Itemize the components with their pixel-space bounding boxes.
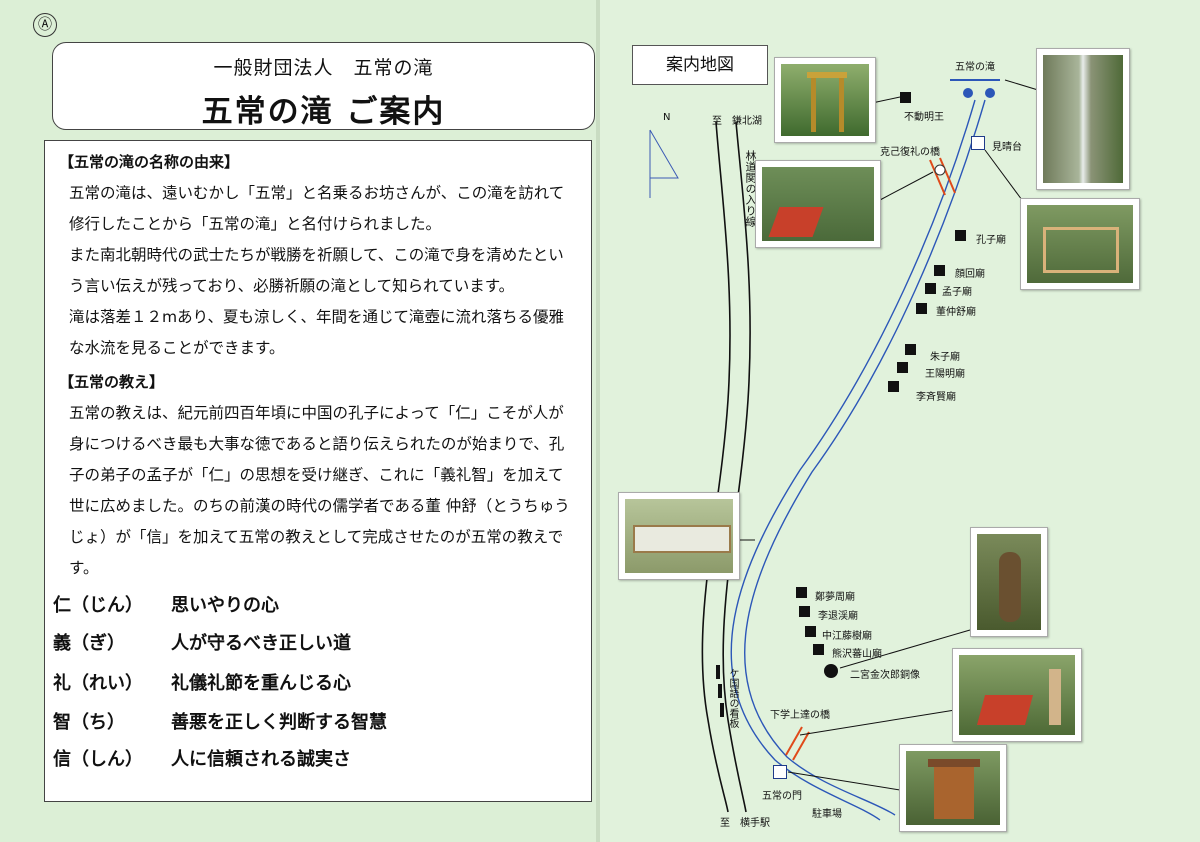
virtue-kanji: 信（しん） <box>53 749 143 770</box>
virtue-meaning: 思いやりの心 <box>171 595 279 616</box>
virtue-kanji: 礼（れい） <box>53 673 143 694</box>
gate-label: 五常の門 <box>762 791 802 802</box>
title-box: 一般財団法人 五常の滝 五常の滝 ご案内 <box>52 42 595 130</box>
shrine-label: 李退渓廟 <box>818 611 858 622</box>
description-box: 【五常の滝の名称の由来】 五常の滝は、遠いむかし「五常」と名乗るお坊さんが、この… <box>44 140 592 802</box>
text-line: 滝は落差１２mあり、夏も涼しく、年間を通じて滝壺に流れ落ちる優雅 <box>69 308 564 326</box>
shrine-label: 熊沢蕃山廟 <box>832 649 882 660</box>
shrine-label: 王陽明廟 <box>925 369 965 380</box>
falls-label: 五常の滝 <box>955 62 995 73</box>
text-line: また南北朝時代の武士たちが戦勝を祈願して、この滝で身を清めたとい <box>69 246 564 264</box>
text-line: 子の弟子の孟子が「仁」の思想を受け継ぎ、これに「義礼智」を加えて <box>69 466 564 484</box>
gate-marker <box>773 765 787 779</box>
ninomiya-label: 二宮金次郎銅像 <box>850 670 920 681</box>
text-line: じょ）が「信」を加えて五常の教えとして完成させたのが五常の教えで <box>69 528 564 546</box>
virtue-row: 智（ち） 善悪を正しく判断する智慧 <box>53 708 387 734</box>
text-line: 五常の滝は、遠いむかし「五常」と名乗るお坊さんが、この滝を訪れて <box>69 184 565 202</box>
kokki-bridge-photo <box>755 160 881 248</box>
shrine-marker <box>905 344 916 355</box>
shrine-marker <box>796 587 807 598</box>
map-title: 案内地図 <box>632 45 768 85</box>
forest-road-label: 林道関の入り線 <box>744 150 757 227</box>
page-title: 五常の滝 ご案内 <box>201 94 446 130</box>
section-heading-origin: 【五常の滝の名称の由来】 <box>59 153 240 171</box>
shrine-marker <box>916 303 927 314</box>
shrine-label: 董仲舒廟 <box>936 307 976 318</box>
section-origin-text: 五常の滝は、遠いむかし「五常」と名乗るお坊さんが、この滝を訪れて 修行したことか… <box>69 178 581 364</box>
signboard-label: ケ国語の看板 <box>727 668 738 728</box>
virtue-meaning: 善悪を正しく判断する智慧 <box>171 712 387 733</box>
signboard-photo <box>618 492 740 580</box>
text-line: 世に広めました。のちの前漢の時代の儒学者である董 仲舒（とうちゅう <box>69 497 570 515</box>
fudo-label: 不動明王 <box>904 112 944 123</box>
miharashi-marker <box>971 136 985 150</box>
shrine-label: 鄭夢周廟 <box>815 592 855 603</box>
text-line: 修行したことから「五常の滝」と名付けられました。 <box>69 215 442 233</box>
shrine-marker <box>888 381 899 392</box>
shrine-marker <box>955 230 966 241</box>
trail <box>730 99 976 821</box>
page-fold <box>596 0 600 842</box>
statue-marker <box>824 664 838 678</box>
virtue-row: 礼（れい） 礼儀礼節を重んじる心 <box>53 669 351 695</box>
virtue-row: 信（しん） 人に信頼される誠実さ <box>53 745 351 771</box>
kokki-bridge-icon <box>929 157 956 196</box>
virtue-kanji: 仁（じん） <box>53 595 143 616</box>
shrine-marker <box>799 606 810 617</box>
shrine-label: 孟子廟 <box>942 287 972 298</box>
shrine-marker <box>934 265 945 276</box>
shrine-label: 孔子廟 <box>976 235 1006 246</box>
fudo-shrine-photo <box>774 57 876 143</box>
text-line: う言い伝えが残っており、必勝祈願の滝として知られています。 <box>69 277 515 295</box>
virtue-kanji: 義（ぎ） <box>53 633 125 654</box>
virtue-meaning: 人に信頼される誠実さ <box>171 749 351 770</box>
virtue-kanji: 智（ち） <box>53 712 125 733</box>
shrine-label: 李斉賢廟 <box>916 392 956 403</box>
shimojo-bridge-photo <box>952 648 1082 742</box>
organization-name: 一般財団法人 五常の滝 <box>213 57 434 79</box>
shrine-label: 顔回廟 <box>955 269 985 280</box>
trail-edge <box>744 99 986 816</box>
shrine-label: 朱子廟 <box>930 352 960 363</box>
section-heading-teaching: 【五常の教え】 <box>59 373 165 391</box>
gate-photo <box>899 744 1007 832</box>
viewpoint-photo <box>1020 198 1140 290</box>
section-teaching-text: 五常の教えは、紀元前四百年頃に中国の孔子によって「仁」こそが人が 身につけるべき… <box>69 398 581 584</box>
virtue-meaning: 人が守るべき正しい道 <box>171 633 351 654</box>
text-line: な水流を見ることができます。 <box>69 339 285 357</box>
falls-photo <box>1036 48 1130 190</box>
shrine-marker <box>805 626 816 637</box>
shrine-marker <box>813 644 824 655</box>
virtue-row: 仁（じん） 思いやりの心 <box>53 591 279 617</box>
fudo-marker <box>900 92 911 103</box>
to-station-label: 至 横手駅 <box>720 818 770 829</box>
shimojo-bridge-icon <box>785 726 810 761</box>
shrine-marker <box>925 283 936 294</box>
to-lake-label: 至 鎌北湖 <box>712 116 762 127</box>
page-marker: Ⓐ <box>33 13 57 37</box>
kokki-bridge-label: 克己復礼の橋 <box>880 147 940 158</box>
text-line: す。 <box>69 559 99 577</box>
north-label: N <box>663 112 671 123</box>
statue-photo <box>970 527 1048 637</box>
shrine-marker <box>897 362 908 373</box>
parking-label: 駐車場 <box>812 809 842 820</box>
virtue-row: 義（ぎ） 人が守るべき正しい道 <box>53 629 351 655</box>
miharashi-label: 見晴台 <box>992 142 1022 153</box>
virtue-meaning: 礼儀礼節を重んじる心 <box>171 673 351 694</box>
shrine-label: 中江藤樹廟 <box>822 631 872 642</box>
text-line: 五常の教えは、紀元前四百年頃に中国の孔子によって「仁」こそが人が <box>69 404 564 422</box>
shimojo-bridge-label: 下学上達の橋 <box>770 710 830 721</box>
north-arrow-icon <box>649 129 679 198</box>
text-line: 身につけるべき最も大事な徳であると語り伝えられたのが始まりで、孔 <box>69 435 565 453</box>
